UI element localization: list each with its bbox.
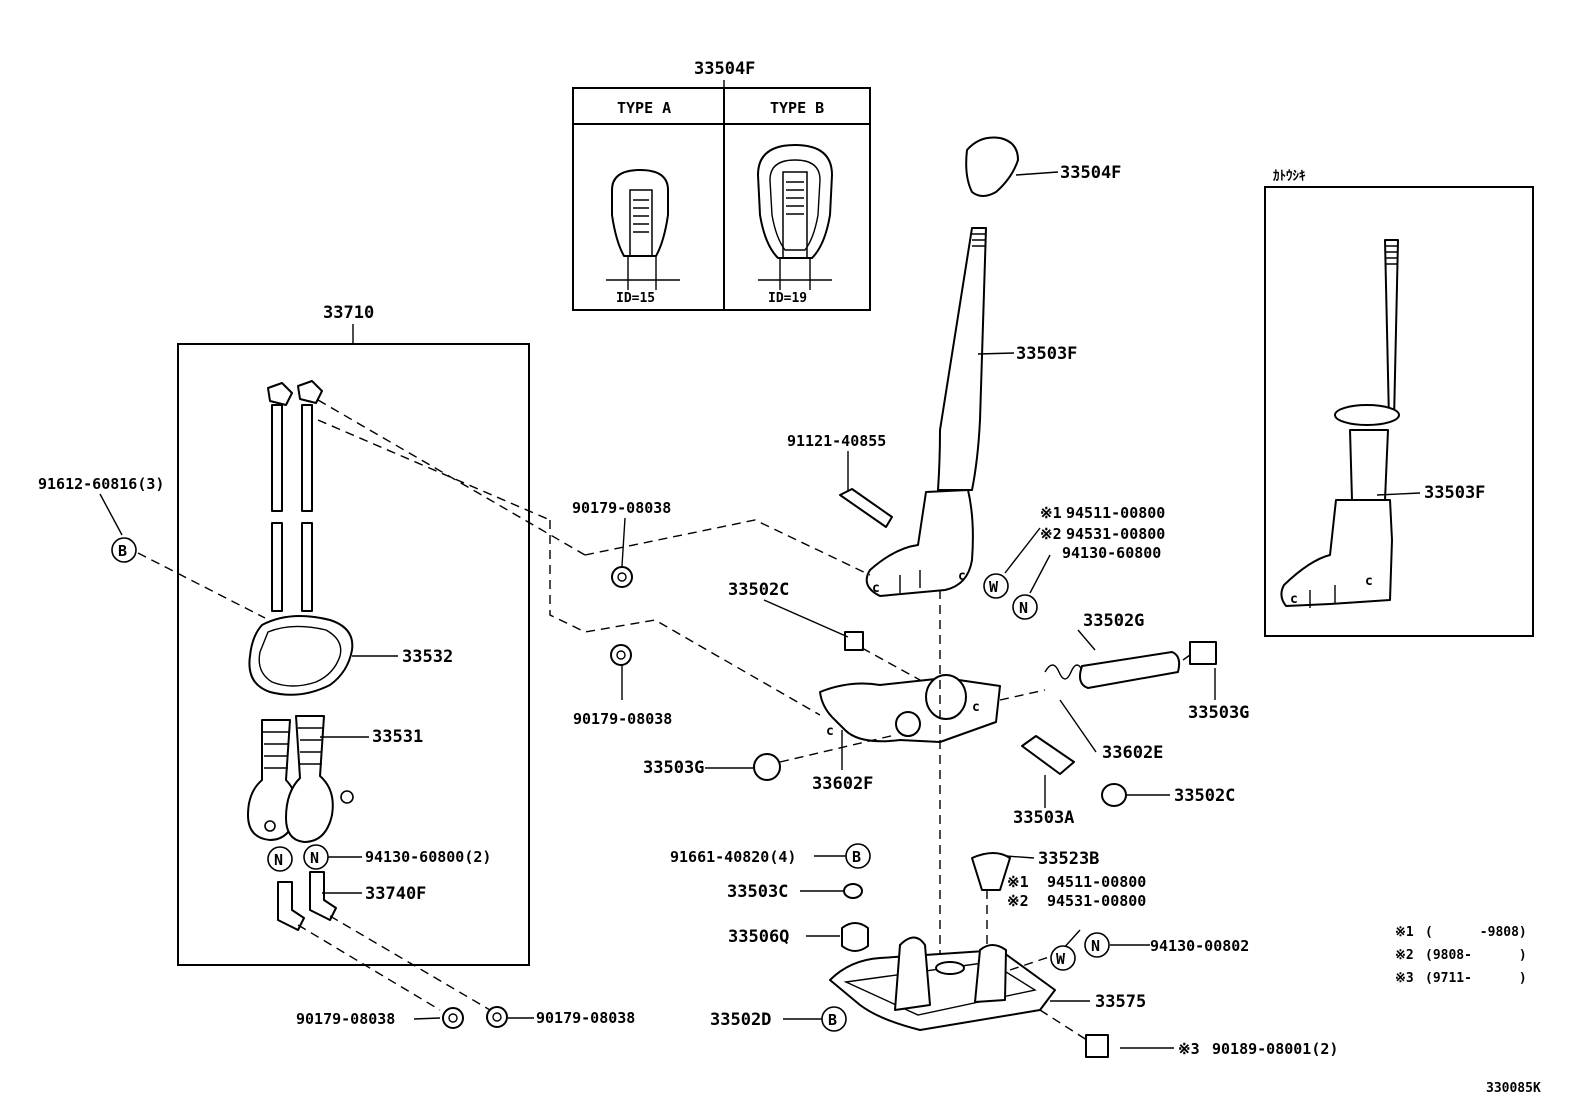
note-3-range: (9711- ) [1425,971,1527,986]
callout-33575: 33575 [1095,992,1146,1012]
callout-94531-00800-b: 94531-00800 [1047,892,1146,910]
part-33503F [937,227,987,491]
circle-marks: B B B N N N N W W [111,537,1110,1032]
callout-33504F: 33504F [1060,163,1121,183]
knob-type-a: ID=15 [606,169,680,306]
mark-w-1: W [989,578,999,596]
svg-text:c: c [958,569,966,584]
note-3-sym: ※3 [1395,971,1414,986]
callout-33502D: 33502D [710,1010,771,1030]
part-33523B [971,852,1011,891]
note-1-sym: ※1 [1395,925,1414,940]
hidden-lines [137,399,1191,1043]
note-sym-5: ※3 [1178,1040,1200,1058]
callout-94130-00802: 94130-00802 [1150,937,1249,955]
part-33504F [965,136,1019,197]
callout-labels: 33504F 33503F 91121-40855 90179-08038 90… [38,163,1338,1058]
lower-base [829,852,1109,1058]
assembly-33710: 33710 [177,303,530,966]
mark-w-2: W [1056,950,1066,968]
callout-91612-60816: 91612-60816(3) [38,475,164,493]
callout-33531: 33531 [372,727,423,747]
callout-33503C: 33503C [727,882,788,902]
note-2-sym: ※2 [1395,948,1414,963]
shift-cables [267,380,323,612]
callout-91121-40855: 91121-40855 [787,432,886,450]
callout-94511-00800: 94511-00800 [1066,504,1165,522]
mark-b-3: B [828,1011,837,1029]
mark-b-2: B [852,848,861,866]
callout-33502C-b: 33502C [1174,786,1235,806]
callout-94130-60800-2: 94130-60800(2) [365,848,491,866]
shift-mechanism: c c [753,631,1217,807]
svg-text:c: c [1365,574,1373,589]
right-inset: ｶﾄｳｼｷ c c 33503F [1264,169,1534,637]
callout-90179-d: 90179-08038 [536,1009,635,1027]
dim-a-label: ID=15 [616,291,655,306]
svg-text:c: c [826,724,834,739]
mark-n-1: N [274,851,283,869]
callout-33602E: 33602E [1102,743,1163,763]
figure-code: 330085K [1486,1081,1541,1096]
assembly-title: 33710 [323,303,374,323]
callout-33503G-a: 33503G [643,758,704,778]
svg-text:c: c [1290,592,1298,607]
mark-n-4: N [1091,937,1100,955]
part-33532 [248,615,354,696]
callout-90189-08001: 90189-08001(2) [1212,1040,1338,1058]
part-33740F [277,871,337,931]
callout-33523B: 33523B [1038,849,1099,869]
knob-types-inset: 33504F TYPE A TYPE B ID=15 ID=19 [572,59,871,311]
inset-title: 33504F [694,59,755,79]
callout-33740F: 33740F [365,884,426,904]
callout-90179-c: 90179-08038 [296,1010,395,1028]
shift-lever: c c [839,136,1019,597]
callout-33503F: 33503F [1016,344,1077,364]
validity-notes: ※1 ( -9808) ※2 (9808- ) ※3 (9711- ) [1395,925,1527,986]
callout-91661-40820: 91661-40820(4) [670,848,796,866]
part-33531 [247,715,354,843]
note-sym-4: ※2 [1007,892,1029,910]
note-2-range: (9808- ) [1425,948,1527,963]
note-sym-1: ※1 [1040,504,1062,522]
nuts [442,566,633,1029]
note-sym-2: ※2 [1040,525,1062,543]
callout-33502C-a: 33502C [728,580,789,600]
note-sym-3: ※1 [1007,873,1029,891]
leader-lines [99,171,1216,1049]
callout-94511-00800-b: 94511-00800 [1047,873,1146,891]
mark-n-2: N [310,849,319,867]
svg-text:c: c [972,700,980,715]
type-b-label: TYPE B [770,99,824,117]
callout-33503A: 33503A [1013,808,1074,828]
part-33503C [843,883,863,899]
dim-b-label: ID=19 [768,291,807,306]
type-a-label: TYPE A [617,99,671,117]
right-inset-part: 33503F [1424,483,1485,503]
callout-94531-00800: 94531-00800 [1066,525,1165,543]
mark-n-3: N [1019,599,1028,617]
note-1-range: ( -9808) [1425,925,1527,940]
knob-type-b: ID=19 [757,144,833,306]
mark-b-1: B [118,542,127,560]
part-33506Q [841,922,869,952]
callout-33602F: 33602F [812,774,873,794]
callout-33502G: 33502G [1083,611,1144,631]
svg-text:c: c [872,581,880,596]
callout-33506Q: 33506Q [728,927,789,947]
callout-33532: 33532 [402,647,453,667]
callout-33503G-b: 33503G [1188,703,1249,723]
callout-90179-a: 90179-08038 [572,499,671,517]
callout-90179-b: 90179-08038 [573,710,672,728]
right-inset-title: ｶﾄｳｼｷ [1273,169,1306,184]
callout-94130-60800: 94130-60800 [1062,544,1161,562]
